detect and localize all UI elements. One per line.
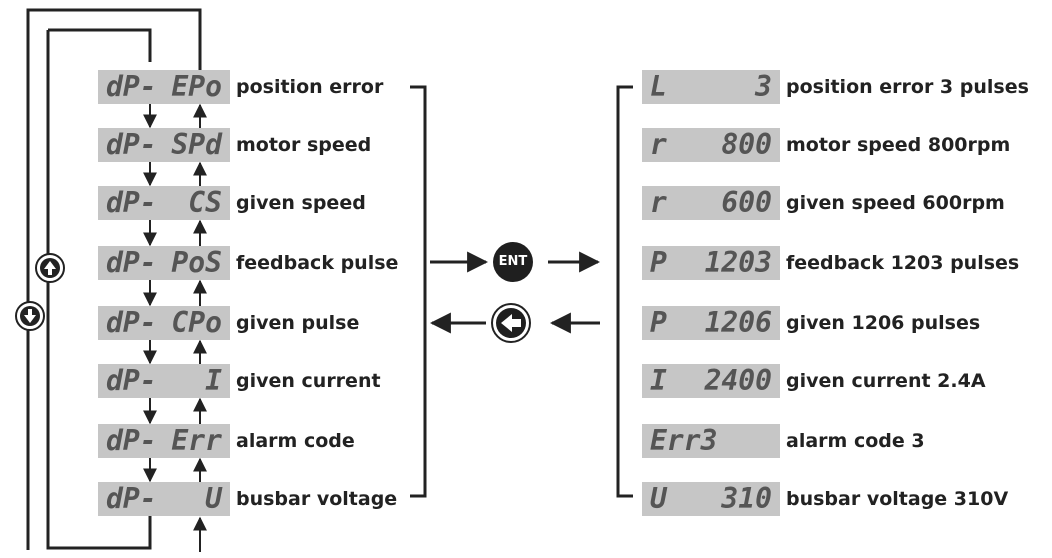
left-lcd-prefix: dP-	[106, 306, 157, 339]
right-lcd-value: 1203	[704, 246, 772, 279]
right-item-label: motor speed 800rpm	[786, 134, 1011, 156]
right-lcd-prefix: P	[650, 246, 667, 279]
left-lcd-value: PoS	[171, 246, 222, 279]
up-arrow-icon	[44, 261, 56, 275]
up-button[interactable]	[35, 253, 65, 283]
right-item-label: busbar voltage 310V	[786, 488, 1009, 510]
right-lcd-prefix: U	[650, 482, 667, 515]
right-item-label: position error 3 pulses	[786, 76, 1029, 98]
left-lcd-display: dP- U	[98, 482, 230, 516]
left-lcd-prefix: dP-	[106, 364, 157, 397]
left-lcd-value: CPo	[171, 306, 222, 339]
right-lcd-prefix: r	[650, 128, 667, 161]
left-item-label: position error	[236, 76, 384, 98]
left-lcd-display: dP- SPd	[98, 128, 230, 162]
right-item-label: given 1206 pulses	[786, 312, 981, 334]
right-lcd-value: 3	[755, 70, 772, 103]
right-lcd-value: 2400	[704, 364, 772, 397]
right-lcd-prefix: Err3	[650, 424, 718, 457]
ent-button[interactable]: ENT	[493, 242, 533, 282]
left-lcd-display: dP- EPo	[98, 70, 230, 104]
left-lcd-value: U	[205, 482, 222, 515]
left-lcd-value: I	[205, 364, 222, 397]
left-lcd-display: dP- CPo	[98, 306, 230, 340]
right-lcd-display: U 310	[642, 482, 780, 516]
right-lcd-display: Err3	[642, 424, 780, 458]
left-arrow-icon	[496, 308, 526, 338]
left-item-label: alarm code	[236, 430, 355, 452]
right-lcd-value: 600	[721, 186, 772, 219]
left-lcd-display: dP- I	[98, 364, 230, 398]
left-lcd-prefix: dP-	[106, 186, 157, 219]
right-lcd-display: P 1203	[642, 246, 780, 280]
left-lcd-value: CS	[188, 186, 222, 219]
left-lcd-prefix: dP-	[106, 482, 157, 515]
left-lcd-prefix: dP-	[106, 246, 157, 279]
inner-loop-line	[46, 28, 152, 550]
right-bracket	[616, 85, 633, 498]
right-lcd-display: P 1206	[642, 306, 780, 340]
right-lcd-value: 800	[721, 128, 772, 161]
right-item-label: given current 2.4A	[786, 370, 986, 392]
left-item-label: given current	[236, 370, 381, 392]
left-item-label: given speed	[236, 192, 366, 214]
left-item-label: busbar voltage	[236, 488, 398, 510]
outer-loop-line	[26, 8, 202, 550]
left-item-label: motor speed	[236, 134, 372, 156]
left-lcd-prefix: dP-	[106, 424, 157, 457]
right-lcd-prefix: r	[650, 186, 667, 219]
left-lcd-prefix: dP-	[106, 70, 157, 103]
left-lcd-display: dP- Err	[98, 424, 230, 458]
down-arrow-icon	[24, 309, 36, 323]
left-lcd-display: dP- CS	[98, 186, 230, 220]
left-bracket	[410, 85, 427, 498]
right-item-label: feedback 1203 pulses	[786, 252, 1020, 274]
left-lcd-display: dP- PoS	[98, 246, 230, 280]
right-lcd-value: 1206	[704, 306, 772, 339]
right-item-label: alarm code 3	[786, 430, 925, 452]
down-button[interactable]	[15, 301, 45, 331]
left-lcd-prefix: dP-	[106, 128, 157, 161]
right-lcd-display: r 800	[642, 128, 780, 162]
ent-label: ENT	[498, 254, 528, 269]
right-lcd-display: I 2400	[642, 364, 780, 398]
left-item-label: feedback pulse	[236, 252, 399, 274]
right-lcd-display: r 600	[642, 186, 780, 220]
right-lcd-value: 310	[721, 482, 772, 515]
left-lcd-value: Err	[171, 424, 222, 457]
left-lcd-value: SPd	[171, 128, 222, 161]
right-lcd-prefix: L	[650, 70, 667, 103]
right-lcd-prefix: P	[650, 306, 667, 339]
left-item-label: given pulse	[236, 312, 360, 334]
back-button[interactable]	[491, 303, 531, 343]
right-item-label: given speed 600rpm	[786, 192, 1005, 214]
left-lcd-value: EPo	[171, 70, 222, 103]
right-lcd-prefix: I	[650, 364, 667, 397]
